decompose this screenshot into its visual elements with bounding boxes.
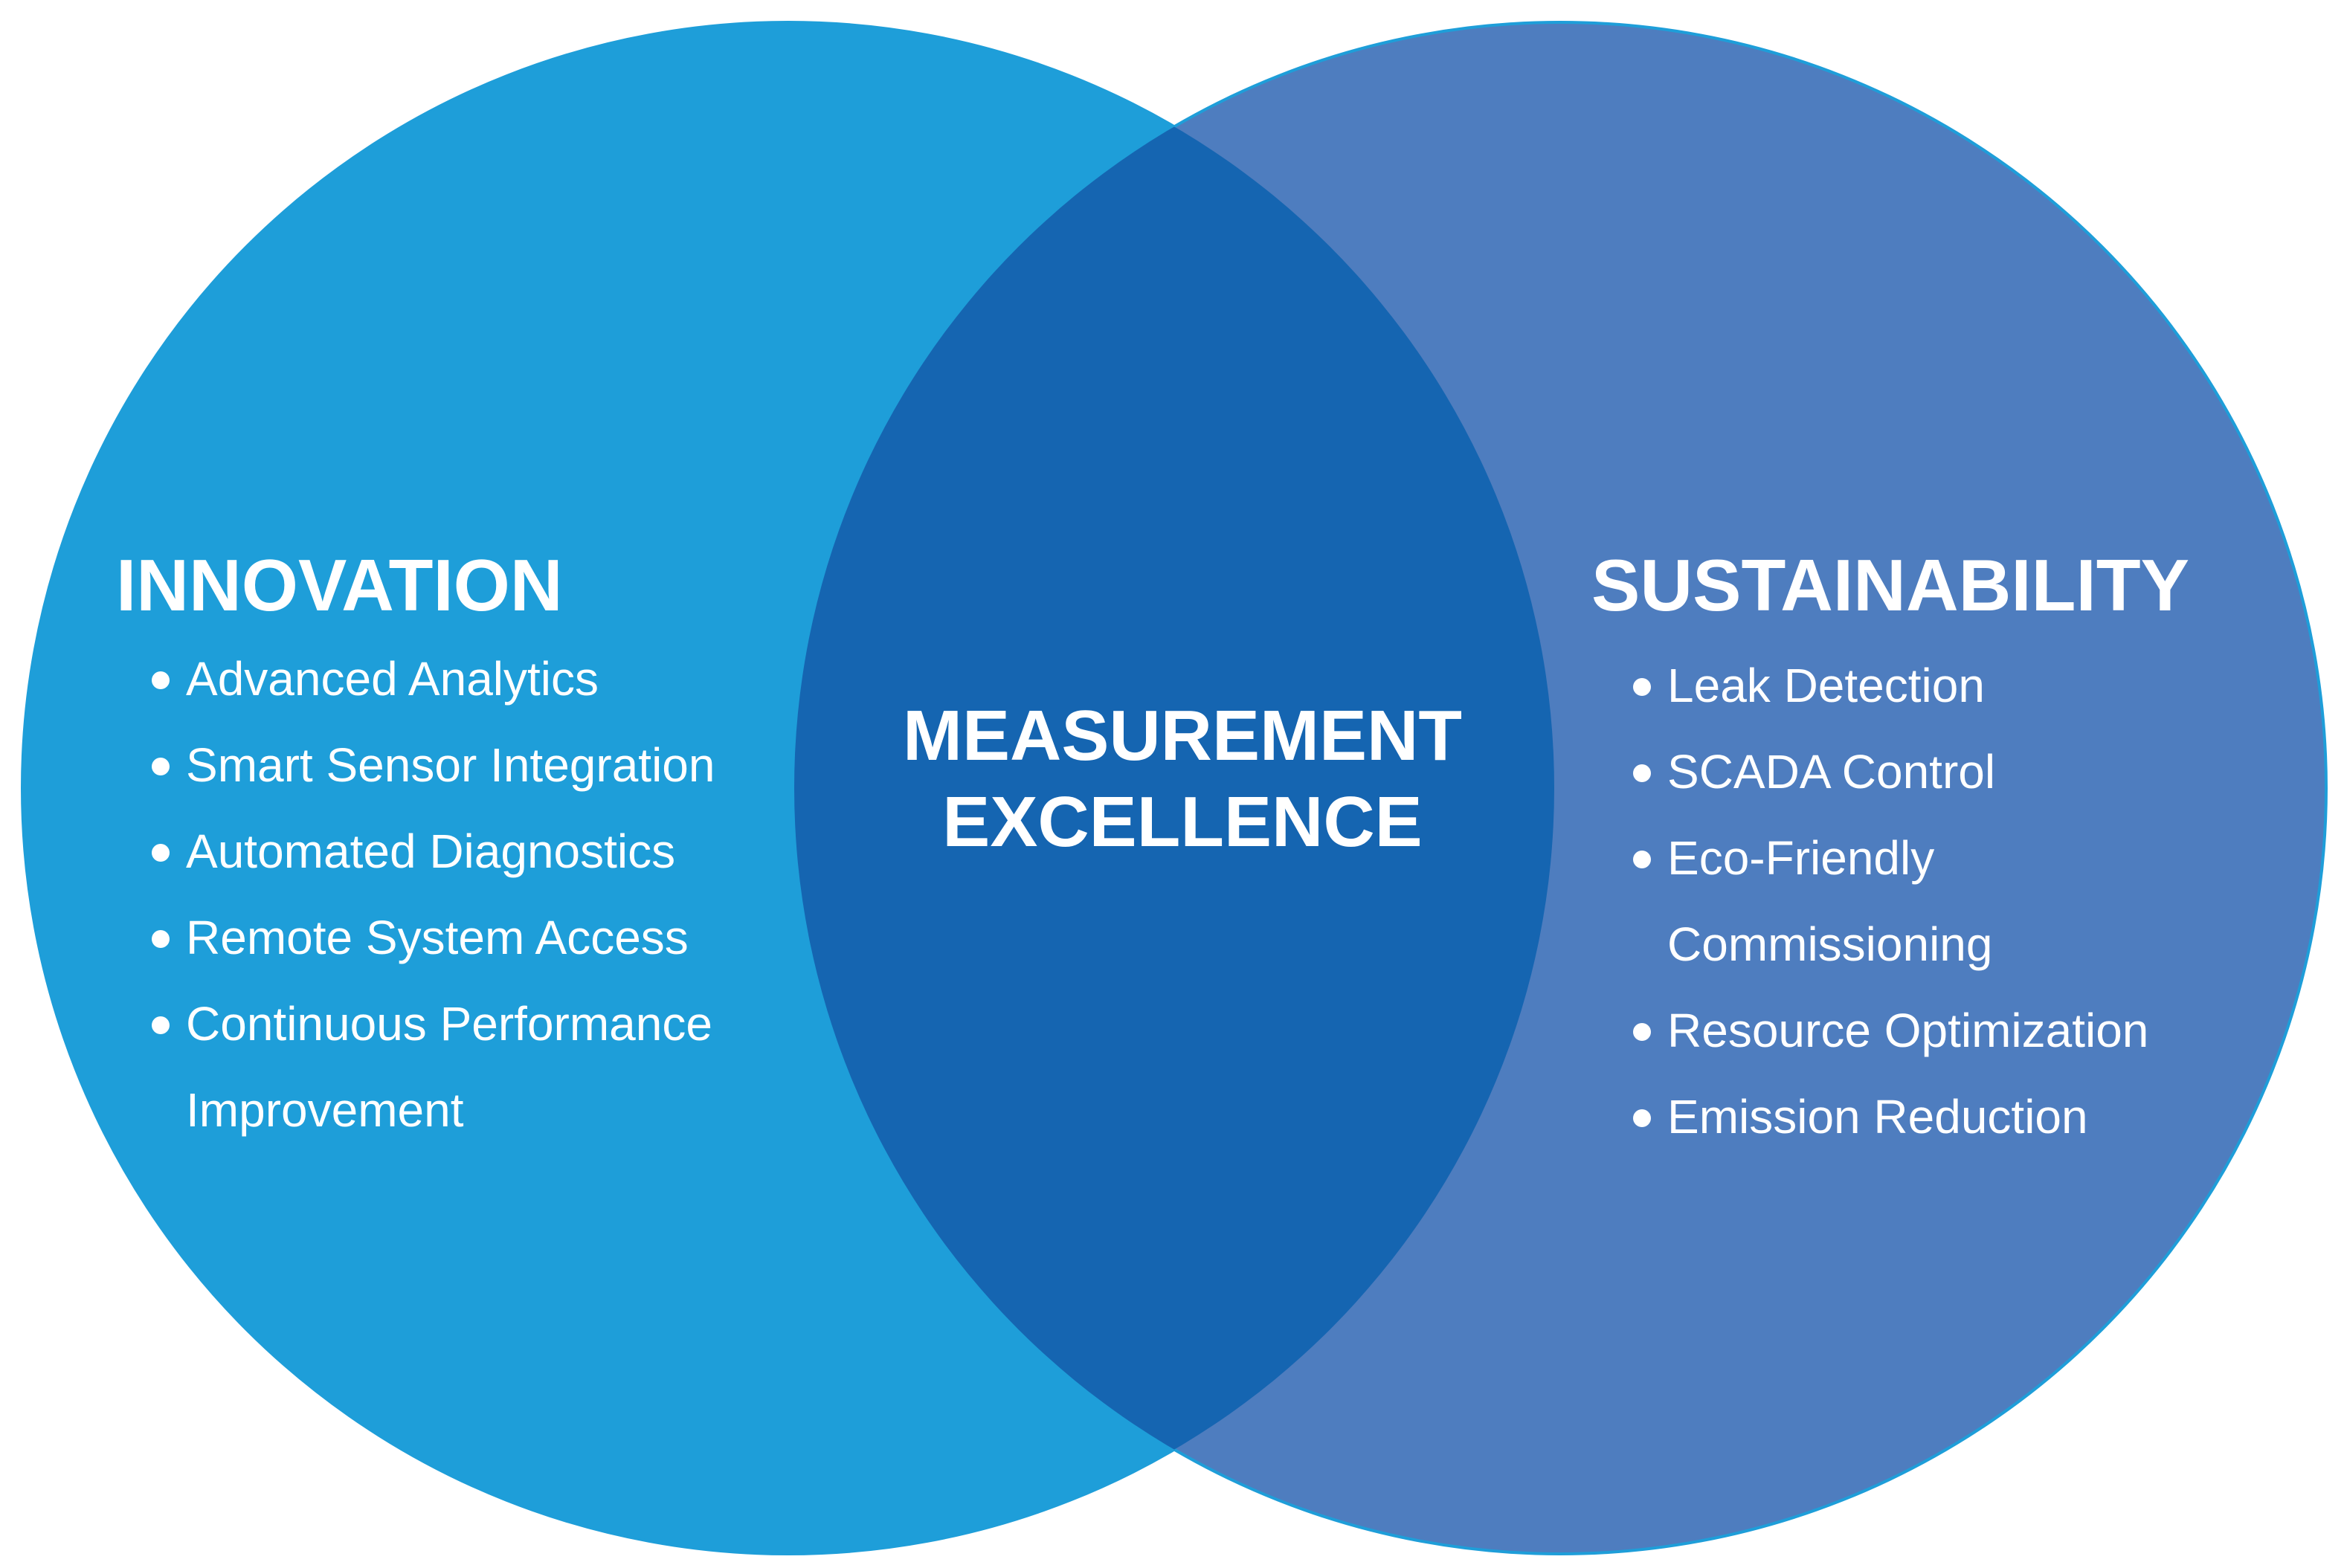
sustainability-title: SUSTAINABILITY <box>1591 544 2189 626</box>
center-title-line2: EXCELLENCE <box>942 782 1423 862</box>
list-item-continuation: Improvement <box>186 1083 464 1137</box>
sustainability-list: Leak Detection SCADA Control Eco-Friendl… <box>1633 642 2148 1160</box>
center-title: MEASUREMENT EXCELLENCE <box>848 693 1517 865</box>
list-item: Emission Reduction <box>1633 1074 2148 1160</box>
innovation-list: Advanced Analytics Smart Sensor Integrat… <box>152 636 715 1153</box>
list-item: Remote System Access <box>152 894 715 981</box>
list-item: Resource Optimization <box>1633 987 2148 1074</box>
center-title-line1: MEASUREMENT <box>902 696 1462 775</box>
list-item: Leak Detection <box>1633 642 2148 729</box>
list-item: Eco-Friendly <box>1633 815 2148 901</box>
list-item: Automated Diagnostics <box>152 808 715 894</box>
list-item: Advanced Analytics <box>152 636 715 722</box>
overlap-region <box>794 22 1554 1554</box>
list-item: Continuous Performance <box>152 981 715 1067</box>
list-item-continuation: Commissioning <box>1667 917 1993 971</box>
innovation-title: INNOVATION <box>116 544 563 626</box>
list-item: SCADA Control <box>1633 729 2148 815</box>
list-item: Smart Sensor Integration <box>152 722 715 808</box>
